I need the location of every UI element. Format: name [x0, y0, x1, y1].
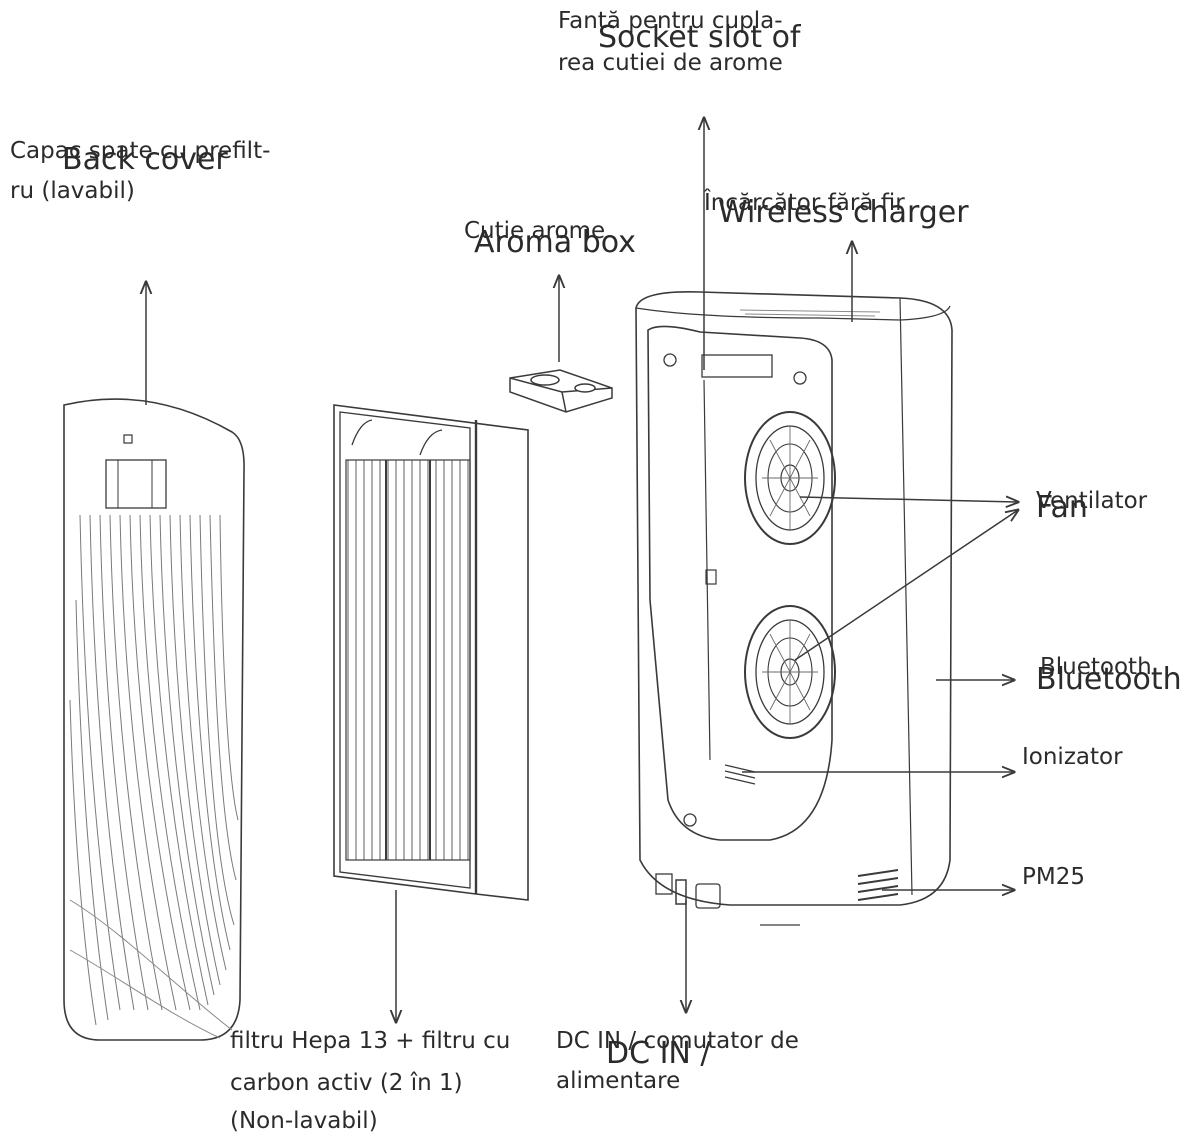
hepa-filter: [334, 405, 528, 900]
dc-in-label-ro-2: alimentare: [556, 1068, 680, 1096]
aroma-box-part: [510, 370, 612, 412]
back-cover-panel: [64, 399, 244, 1040]
socket-slot-label-en: Socket slot of: [598, 20, 801, 56]
dc-in-label-en: DC IN /: [606, 1036, 711, 1072]
filter-label-1: filtru Hepa 13 + filtru cu: [230, 1028, 510, 1056]
bluetooth-label-en: Bluetooth: [1036, 662, 1182, 698]
back-cover-label-en: Back cover: [62, 142, 228, 178]
fan-label-en: Fan: [1036, 490, 1088, 526]
filter-label-3: (Non-lavabil): [230, 1108, 378, 1136]
aroma-box-label-en: Aroma box: [474, 225, 636, 261]
pm25-label: PM25: [1022, 864, 1085, 892]
ionizer-label: Ionizator: [1022, 744, 1123, 772]
purifier-body: [636, 292, 952, 925]
back-cover-label-ro-2: ru (lavabil): [10, 178, 135, 206]
filter-label-2: carbon activ (2 în 1): [230, 1070, 463, 1098]
wireless-charger-label-en: Wireless charger: [718, 195, 969, 231]
